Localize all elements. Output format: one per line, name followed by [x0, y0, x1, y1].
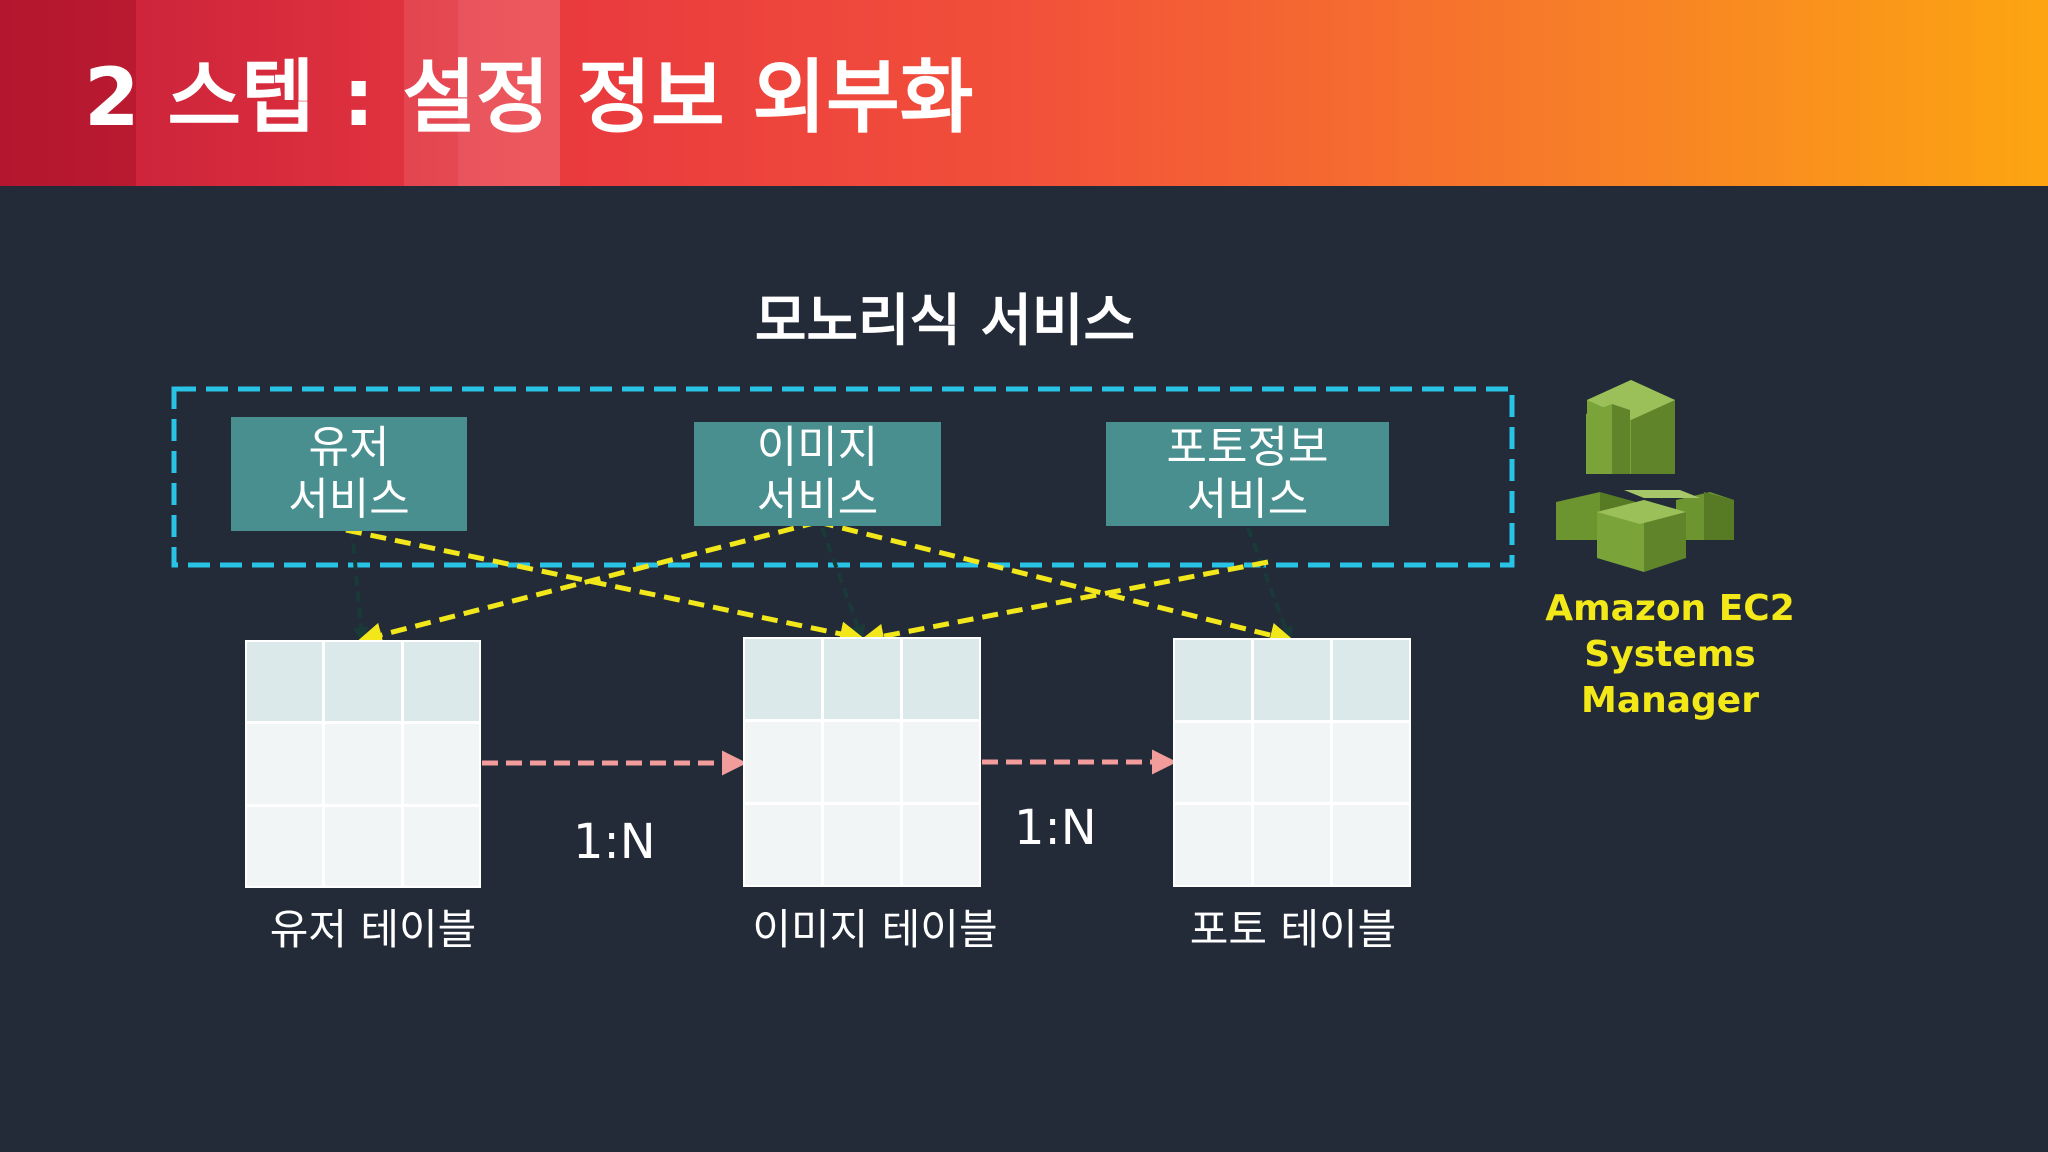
- table-cell: [1175, 722, 1251, 803]
- service-table-link: [350, 527, 369, 644]
- aws-service-label: Amazon EC2 Systems Manager: [1520, 586, 1820, 724]
- aws-service-line: Manager: [1581, 680, 1759, 721]
- config-arrow: [859, 559, 1269, 649]
- table-cell: [824, 805, 900, 885]
- image-service-box: 이미지 서비스: [694, 422, 941, 526]
- service-label: 유저: [308, 422, 390, 473]
- table-cell: [824, 639, 900, 719]
- table-cell: [745, 639, 821, 719]
- photo-table-label: 포토 테이블: [1189, 905, 1397, 954]
- table-cell: [247, 642, 323, 722]
- table-cell: [824, 722, 900, 802]
- table-cell: [1254, 640, 1330, 720]
- title-banner: 2 스텝 : 설정 정보 외부화: [0, 0, 2048, 186]
- banner-stripe: [404, 0, 458, 186]
- aws-service-line: Systems: [1584, 634, 1756, 675]
- table-cell: [325, 642, 401, 722]
- table-cell: [1333, 640, 1409, 720]
- table-cell: [1254, 722, 1330, 803]
- user-table: [245, 640, 481, 888]
- service-label: 포토정보: [1166, 422, 1329, 473]
- service-label: 이미지: [756, 422, 879, 473]
- table-cell: [403, 806, 479, 886]
- table-cell: [903, 805, 979, 885]
- service-label: 서비스: [1186, 474, 1309, 525]
- table-cell: [247, 724, 323, 804]
- config-arrow: [357, 519, 819, 648]
- user-service-box: 유저 서비스: [231, 417, 467, 531]
- table-cell: [1254, 805, 1330, 885]
- table-cell: [1333, 805, 1409, 885]
- small-cube-icon: [1586, 404, 1630, 474]
- table-cell: [903, 722, 979, 802]
- service-table-link: [1246, 527, 1293, 643]
- table-cell: [745, 805, 821, 885]
- photo-info-service-box: 포토정보 서비스: [1106, 422, 1389, 526]
- table-cell: [325, 724, 401, 804]
- table-cell: [1333, 722, 1409, 803]
- user-table-label: 유저 테이블: [269, 905, 477, 954]
- diagram-title: 모노리식 서비스: [754, 289, 1136, 354]
- table-cell: [403, 642, 479, 722]
- image-table-label: 이미지 테이블: [752, 905, 998, 954]
- service-label: 서비스: [288, 474, 410, 525]
- monolith-boundary: [171, 386, 1515, 568]
- aws-service-line: Amazon EC2: [1545, 588, 1795, 629]
- slide-title: 2 스텝 : 설정 정보 외부화: [84, 51, 974, 144]
- relation-label: 1:N: [573, 814, 656, 870]
- table-cell: [247, 806, 323, 886]
- config-arrow: [345, 527, 865, 647]
- table-cell: [903, 639, 979, 719]
- table-cell: [403, 724, 479, 804]
- service-table-link: [820, 527, 866, 642]
- table-cell: [1175, 805, 1251, 885]
- relation-label: 1:N: [1014, 800, 1097, 856]
- banner-stripe: [0, 0, 136, 186]
- table-cell: [325, 806, 401, 886]
- table-cell: [745, 722, 821, 802]
- service-label: 서비스: [756, 474, 879, 525]
- image-table: [743, 637, 981, 887]
- cube-cluster-icon: [1556, 490, 1734, 572]
- photo-table: [1173, 638, 1411, 887]
- config-arrow: [817, 519, 1295, 648]
- table-cell: [1175, 640, 1251, 720]
- banner-stripe: [458, 0, 560, 186]
